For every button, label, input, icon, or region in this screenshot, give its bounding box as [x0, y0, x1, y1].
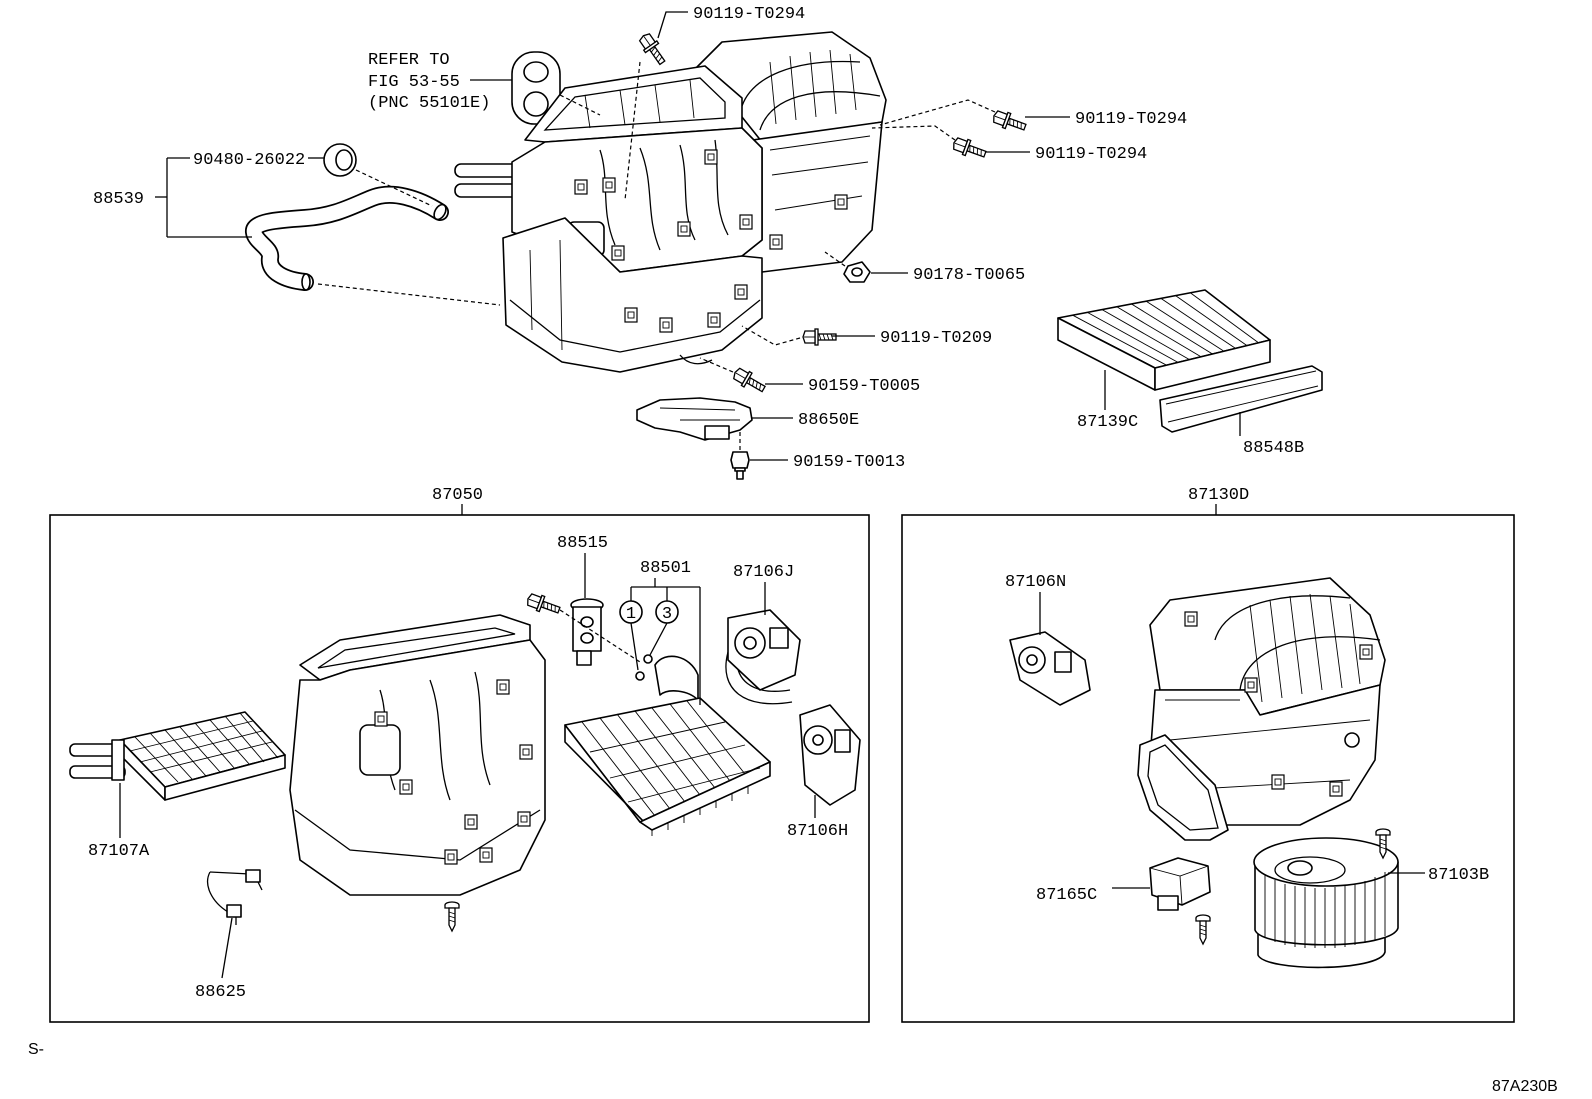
label-bolt-mid: 90119-T0209: [880, 329, 992, 348]
bolt-bottom-icon: [730, 451, 750, 480]
bracket-part: [636, 397, 753, 441]
label-refer-line1: REFER TO: [368, 51, 450, 70]
label-refer-line3: (PNC 55101E): [368, 94, 490, 113]
servo-n-part: [1009, 631, 1091, 706]
label-filter-cover: 88548B: [1243, 439, 1304, 458]
valve-part: [570, 598, 604, 666]
label-bolt-top: 90119-T0294: [693, 5, 805, 24]
resistor-part: [1149, 857, 1211, 911]
label-nut: 90178-T0065: [913, 266, 1025, 285]
bolt-right-upper-icon: [990, 107, 1029, 136]
label-hose: 88539: [93, 190, 144, 209]
o-ring-icon: [635, 671, 645, 681]
label-refer-line2: FIG 53-55: [368, 73, 460, 92]
screw-icon: [444, 901, 460, 932]
heater-core-part: [69, 711, 286, 801]
label-core: 87107A: [88, 842, 150, 861]
filter-cover-part: [1159, 365, 1323, 433]
filter-part: [1057, 289, 1271, 391]
label-grommet: 90480-26022: [193, 151, 305, 170]
label-unit-right: 87130D: [1188, 486, 1249, 505]
group-box-right: [901, 514, 1515, 1023]
label-circle-1: 1: [626, 605, 636, 624]
bolt-right-lower-icon: [950, 134, 989, 163]
label-servo-j: 87106J: [733, 563, 794, 582]
heater-housing-part: [289, 614, 546, 896]
grommet-part: [323, 143, 357, 177]
servo-j-part: [725, 609, 801, 705]
servo-h-part: [799, 704, 861, 806]
nut-icon: [843, 261, 871, 283]
label-resistor: 87165C: [1036, 886, 1097, 905]
group-box-left: [49, 514, 870, 1023]
valve-bolt-icon: [524, 590, 563, 619]
blower-motor-part: [1253, 837, 1399, 969]
label-unit-left: 87050: [432, 486, 483, 505]
bolt-lower-icon: [730, 364, 769, 397]
label-bolt-lower: 90159-T0005: [808, 377, 920, 396]
label-evaporator: 88501: [640, 559, 691, 578]
evaporator-part: [564, 655, 771, 836]
label-servo-h: 87106H: [787, 822, 848, 841]
label-valve: 88515: [557, 534, 608, 553]
label-circle-3: 3: [662, 605, 672, 624]
leader-lines-left: [119, 553, 816, 979]
label-sensor: 88625: [195, 983, 246, 1002]
hvac-assembly-part: [454, 31, 887, 373]
label-motor: 87103B: [1428, 866, 1489, 885]
diagram-code: 87A230B: [1492, 1078, 1558, 1095]
label-bolt-bottom: 90159-T0013: [793, 453, 905, 472]
bolt-mid-icon: [802, 328, 837, 346]
label-bolt-right-upper: 90119-T0294: [1075, 110, 1187, 129]
callout-circle-1: [619, 600, 643, 624]
o-ring-icon: [643, 654, 653, 664]
hose-part: [245, 185, 449, 291]
sensor-part: [206, 869, 263, 925]
gasket-part: [511, 51, 561, 125]
label-bolt-right-lower: 90119-T0294: [1035, 145, 1147, 164]
leader-lines-right: [1039, 592, 1425, 889]
label-filter: 87139C: [1077, 413, 1138, 432]
label-bracket: 88650E: [798, 411, 859, 430]
callout-circle-3: [655, 600, 679, 624]
blower-case-part: [1137, 577, 1386, 841]
page-marker: S-: [28, 1041, 44, 1058]
bolt-top-icon: [636, 30, 670, 68]
screw-icon: [1195, 914, 1211, 945]
leader-lines-top: [155, 11, 1241, 461]
label-servo-n: 87106N: [1005, 573, 1066, 592]
